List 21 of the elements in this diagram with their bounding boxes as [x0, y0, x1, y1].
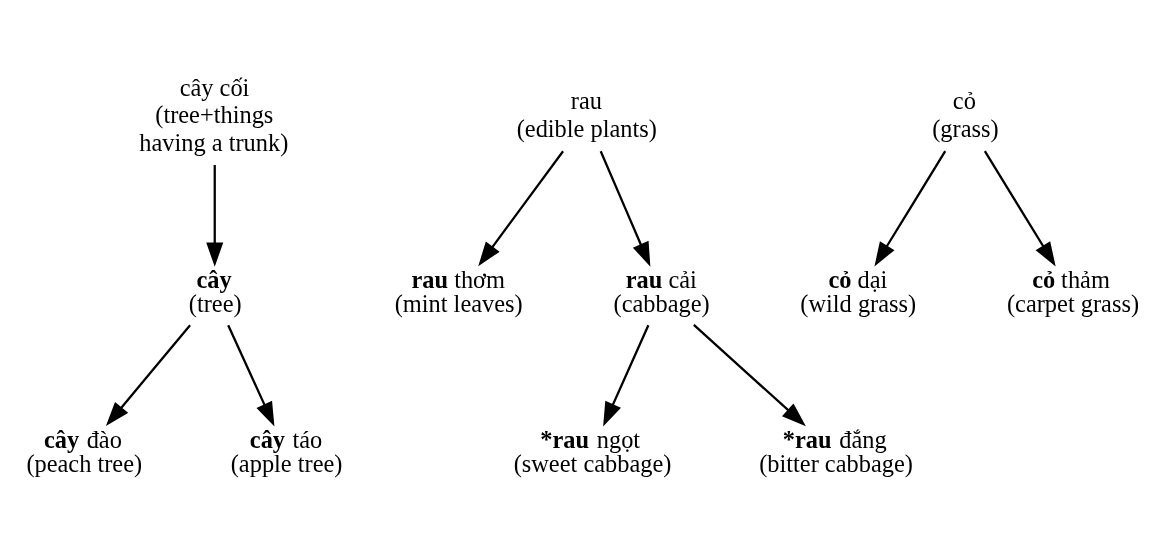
arrow: [105, 324, 191, 427]
node-text: cây cối (tree+things having a trunk): [139, 73, 289, 156]
node-text: *rau đắng (bitter cabbage): [759, 426, 913, 478]
arrow: [206, 165, 224, 267]
arrow: [478, 150, 564, 267]
node-text: cỏ (grass): [932, 87, 999, 142]
node-text: cây (tree): [188, 265, 242, 318]
arrow: [693, 324, 806, 427]
arrow: [983, 150, 1056, 267]
arrow: [603, 324, 650, 427]
arrow: [599, 150, 651, 267]
arrow: [227, 324, 275, 427]
node-text: cỏ thảm (carpet grass): [1006, 265, 1140, 318]
node-text: rau thơm (mint leaves): [394, 265, 523, 318]
node-text: cây đào (peach tree): [26, 426, 143, 478]
node-text: rau cải (cabbage): [613, 265, 710, 318]
arrow: [874, 150, 947, 267]
node-text: rau (edible plants): [516, 87, 657, 142]
node-text: cây táo (apple tree): [230, 426, 343, 478]
node-text: cỏ dại (wild grass): [800, 265, 917, 318]
node-text: *rau ngọt (sweet cabbage): [513, 426, 672, 478]
